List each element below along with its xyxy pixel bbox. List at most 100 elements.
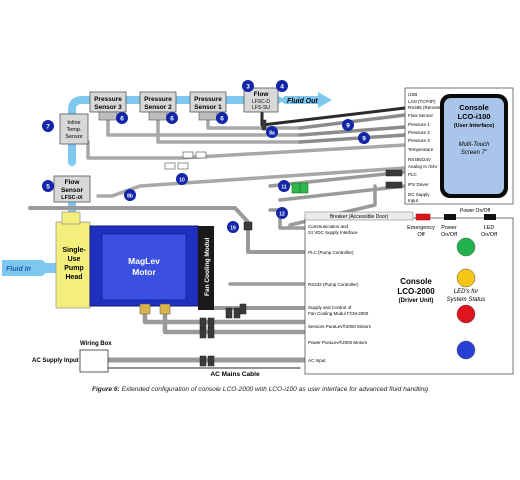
svg-text:10: 10 xyxy=(179,177,185,183)
svg-text:On/Off: On/Off xyxy=(441,232,458,238)
inline-temp-sensor: Inline Temp. Sensor xyxy=(59,113,89,145)
figure-caption-label: Figure 6: xyxy=(91,386,120,393)
svg-text:Sensor: Sensor xyxy=(61,187,84,194)
fluid-in-arrow xyxy=(2,260,52,276)
svg-text:Pressure: Pressure xyxy=(144,96,172,103)
svg-text:Emergency: Emergency xyxy=(407,225,435,231)
svg-text:IPS Driver: IPS Driver xyxy=(408,182,429,187)
console-lco-2000: Breaker (Accessible Door) Power On/Off E… xyxy=(304,208,514,375)
svg-text:LFSC-D: LFSC-D xyxy=(252,99,270,105)
svg-text:AC Input: AC Input xyxy=(308,358,326,363)
svg-text:Supply and Control of: Supply and Control of xyxy=(308,305,352,310)
svg-text:Sensor 3: Sensor 3 xyxy=(94,104,122,111)
svg-text:RS485 (Remote): RS485 (Remote) xyxy=(408,105,442,110)
svg-text:Pressure 2: Pressure 2 xyxy=(408,130,430,135)
badge-9: 9 xyxy=(342,119,354,131)
svg-text:19: 19 xyxy=(230,225,236,231)
svg-text:LED: LED xyxy=(484,225,495,231)
svg-text:(User Interface): (User Interface) xyxy=(454,123,495,129)
status-led-red xyxy=(456,304,476,324)
svg-text:Motor: Motor xyxy=(132,267,156,277)
badge-11: 11 xyxy=(278,180,290,192)
svg-text:RS485/24V: RS485/24V xyxy=(408,157,431,162)
pressure-sensor-1: Pressure Sensor 1 xyxy=(189,91,227,121)
svg-text:Fan Cooling Modul FCM-2000: Fan Cooling Modul FCM-2000 xyxy=(308,311,369,316)
svg-text:LFS-SU: LFS-SU xyxy=(252,105,270,111)
svg-text:Breaker (Accessible Door): Breaker (Accessible Door) xyxy=(330,214,389,220)
pressure-sensor-2: Pressure Sensor 2 xyxy=(139,91,177,121)
svg-text:Screen 7": Screen 7" xyxy=(461,150,488,156)
badge-5: 5 xyxy=(42,180,54,192)
svg-text:Temperature: Temperature xyxy=(408,147,434,152)
console-2000-ports: Communication and 24 VDC Supply Interfac… xyxy=(308,224,372,363)
maglev-motor: MagLev Motor xyxy=(89,225,199,315)
svg-text:6: 6 xyxy=(120,115,124,122)
svg-text:Multi-Touch: Multi-Touch xyxy=(459,142,490,148)
badge-layer: 3 4 6 6 6 7 5 8a 8b 9 9 10 11 12 19 xyxy=(42,80,370,233)
badge-3: 3 xyxy=(242,80,254,92)
svg-text:LCO-i100: LCO-i100 xyxy=(458,112,491,121)
svg-text:6: 6 xyxy=(170,115,174,122)
flow-sensor-left: Flow Sensor LFSC-iX xyxy=(53,175,91,203)
svg-text:LAN (TCP/IP): LAN (TCP/IP) xyxy=(408,99,436,104)
badge-6: 6 xyxy=(116,112,128,124)
svg-text:Pressure 3: Pressure 3 xyxy=(408,138,430,143)
badge-8b: 8b xyxy=(124,189,136,201)
svg-text:Sensors PuraLev®2000 Motors: Sensors PuraLev®2000 Motors xyxy=(308,323,372,329)
svg-text:(Driver Unit): (Driver Unit) xyxy=(399,298,434,304)
status-led-green xyxy=(456,237,476,257)
svg-text:Flow: Flow xyxy=(254,91,270,98)
svg-text:Head: Head xyxy=(65,274,82,281)
svg-text:Communication and: Communication and xyxy=(308,224,349,229)
fan-cooling-module: Fan Cooling Modul xyxy=(198,226,214,310)
svg-text:PLC: PLC xyxy=(408,172,418,177)
svg-text:DC Supply: DC Supply xyxy=(408,192,430,197)
svg-text:11: 11 xyxy=(281,184,287,190)
svg-text:9: 9 xyxy=(362,135,366,142)
svg-text:8a: 8a xyxy=(269,130,275,136)
svg-text:Power: Power xyxy=(441,225,457,231)
svg-text:8b: 8b xyxy=(127,193,133,199)
badge-6: 6 xyxy=(216,112,228,124)
svg-text:7: 7 xyxy=(46,123,50,130)
pump-head: Single- Use Pump Head xyxy=(55,211,91,309)
svg-text:9: 9 xyxy=(346,122,350,129)
svg-text:6: 6 xyxy=(220,115,224,122)
svg-text:On/Off: On/Off xyxy=(481,232,498,238)
svg-text:12: 12 xyxy=(279,211,285,217)
svg-text:PLC (Pump Controller): PLC (Pump Controller) xyxy=(308,250,354,255)
svg-text:System Status: System Status xyxy=(447,297,486,303)
fluid-in-label: Fluid In xyxy=(6,266,31,273)
status-led-yellow xyxy=(456,268,476,288)
svg-text:Power On/Off: Power On/Off xyxy=(460,208,491,214)
svg-text:Temp.: Temp. xyxy=(67,127,82,133)
badge-4: 4 xyxy=(276,80,288,92)
badge-6: 6 xyxy=(166,112,178,124)
cable-connectors xyxy=(164,119,403,367)
svg-text:RS232 (Pump Controller): RS232 (Pump Controller) xyxy=(308,282,359,287)
badge-19: 19 xyxy=(227,221,239,233)
console-i100-ports: USB LAN (TCP/IP) RS485 (Remote) Flow Sen… xyxy=(408,92,442,203)
svg-text:Pressure: Pressure xyxy=(194,96,222,103)
figure-caption: Figure 6: Extended configuration of cons… xyxy=(0,386,520,393)
svg-text:Single-: Single- xyxy=(62,247,86,254)
svg-text:Wiring Box: Wiring Box xyxy=(80,341,112,347)
svg-text:USB: USB xyxy=(408,92,417,97)
fluid-out-arrow xyxy=(318,92,332,108)
figure-caption-text: Extended configuration of console LCO-20… xyxy=(119,386,429,393)
ac-supply: AC Supply Input Wiring Box AC Mains Cabl… xyxy=(32,341,260,378)
status-led-blue xyxy=(456,340,476,360)
svg-text:Flow: Flow xyxy=(65,179,81,186)
svg-text:Pressure 1: Pressure 1 xyxy=(408,122,430,127)
svg-text:Console: Console xyxy=(459,103,489,112)
svg-text:Input: Input xyxy=(408,198,419,203)
svg-text:Use: Use xyxy=(68,256,81,263)
svg-text:Sensor 1: Sensor 1 xyxy=(194,104,222,111)
svg-text:Inline: Inline xyxy=(67,120,80,126)
console-lco-i100: Console LCO-i100 (User Interface) Multi-… xyxy=(404,87,514,205)
badge-7: 7 xyxy=(42,120,54,132)
svg-text:LED's for: LED's for xyxy=(454,289,479,295)
svg-text:Power PuraLev®2000 Motors: Power PuraLev®2000 Motors xyxy=(308,339,368,345)
svg-text:Sensor: Sensor xyxy=(65,134,83,140)
